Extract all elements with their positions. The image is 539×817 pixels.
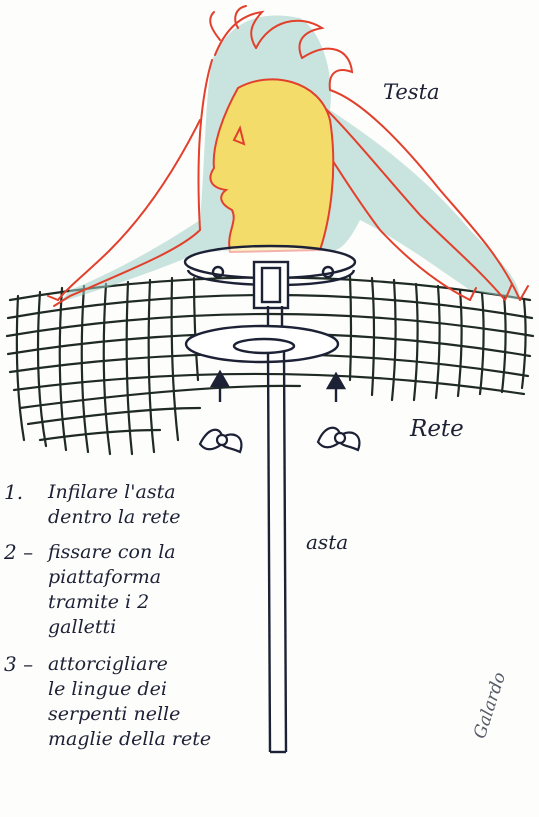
top-platform: [185, 246, 355, 308]
wing-nut-right: [318, 428, 359, 450]
step-number: 3 –: [4, 652, 33, 676]
step-text-line: dentro la rete: [40, 505, 304, 530]
assembly-steps: 1. Infilare l'asta dentro la rete 2 – fi…: [4, 480, 304, 756]
step-text-line: piattaforma: [40, 565, 304, 590]
step-text-line: attorcigliare: [40, 652, 304, 677]
net-label: Rete: [410, 416, 464, 442]
step-text-line: galletti: [40, 615, 304, 640]
wing-nut-left: [200, 430, 241, 452]
step-number: 2 –: [4, 540, 33, 564]
step-text-line: le lingue dei: [40, 677, 304, 702]
step-text-line: serpenti nelle: [40, 702, 304, 727]
step-item: 3 – attorcigliare le lingue dei serpenti…: [4, 652, 304, 752]
step-text-line: maglie della rete: [40, 727, 304, 752]
step-item: 2 – fissare con la piattaforma tramite i…: [4, 540, 304, 640]
step-text-line: Infilare l'asta: [40, 480, 304, 505]
step-text-line: fissare con la: [40, 540, 304, 565]
rod-label: asta: [306, 530, 348, 554]
step-text-line: tramite i 2: [40, 590, 304, 615]
head-label: Testa: [383, 80, 440, 104]
step-number: 1.: [4, 480, 23, 504]
step-item: 1. Infilare l'asta dentro la rete: [4, 480, 304, 530]
